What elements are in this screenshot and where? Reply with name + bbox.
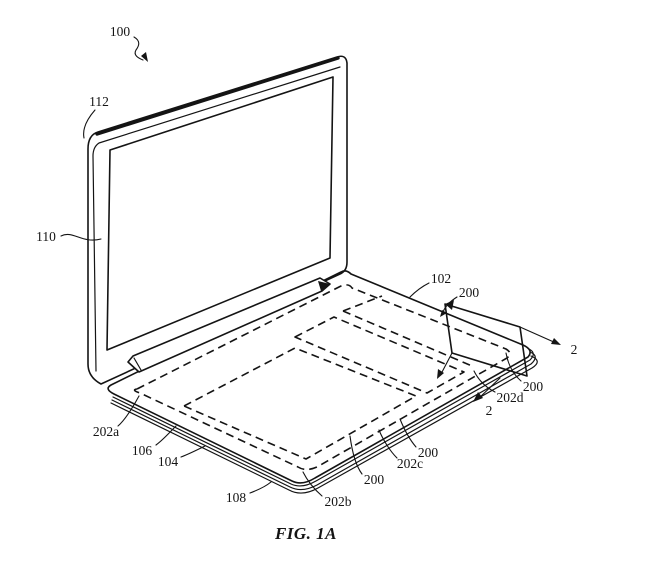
hinge-bar-cap-seam [133, 357, 142, 371]
ref-label-200-top: 200 [459, 285, 480, 300]
laptop-lid [87, 55, 348, 385]
leader-202c [378, 429, 398, 459]
display-screen [106, 76, 334, 351]
leader-106 [155, 425, 177, 446]
ref-label-112: 112 [89, 94, 109, 109]
leader-lines [60, 36, 522, 497]
leader-104 [180, 445, 206, 458]
center-region-outline [294, 316, 465, 394]
ref-label-104: 104 [158, 454, 179, 469]
ref-label-200-right: 200 [523, 379, 544, 394]
leader-202d [473, 370, 496, 393]
section-plane-corner-tab [445, 300, 454, 310]
leader-112 [83, 109, 96, 139]
lid-top-edge [95, 56, 340, 136]
ref-label-2-bottom: 2 [486, 403, 493, 418]
section-plane [437, 300, 561, 402]
leader-102 [409, 282, 430, 298]
ref-label-100: 100 [110, 24, 131, 39]
hinge-bar-tip [318, 281, 330, 291]
figure-caption: FIG. 1A [274, 524, 337, 543]
ref-label-108: 108 [226, 490, 247, 505]
ref-label-110: 110 [36, 229, 56, 244]
leader-200-front [349, 435, 363, 475]
ref-label-200-front: 200 [364, 472, 385, 487]
ref-label-102: 102 [431, 271, 451, 286]
right-region-outline [342, 295, 473, 367]
reference-labels: 100 112 110 102 200 2 200 202d 2 200 202… [36, 24, 577, 509]
leader-202b [302, 471, 323, 497]
leader-200-mid [399, 418, 417, 448]
leader-200-right [505, 352, 522, 382]
hinge-bar [127, 277, 331, 373]
section-arrow-top [519, 326, 561, 345]
lid-inner-edge [92, 66, 341, 372]
keyboard-region-outline [183, 347, 417, 460]
leader-100 [133, 36, 148, 62]
hinge-bar-body [127, 277, 331, 373]
ref-label-202a: 202a [93, 424, 119, 439]
base-rim-lines [110, 348, 538, 494]
ref-label-106: 106 [132, 443, 153, 458]
ref-label-2-top: 2 [571, 342, 578, 357]
section-arrow-corner [437, 352, 453, 379]
section-plane-outline [444, 303, 528, 377]
leader-108 [249, 481, 272, 494]
ref-label-202b: 202b [325, 494, 352, 509]
leader-110 [60, 234, 102, 241]
leader-200-top [440, 296, 458, 317]
leader-202a [117, 395, 140, 427]
ref-label-202d: 202d [497, 390, 524, 405]
ref-label-200-mid: 200 [418, 445, 439, 460]
ref-label-202c: 202c [397, 456, 423, 471]
